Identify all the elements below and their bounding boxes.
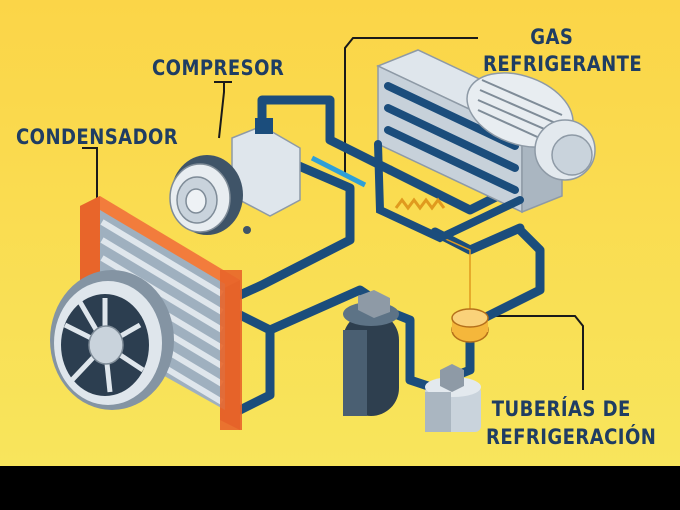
leader-line-compresor (214, 81, 232, 139)
label-tuberias-refrigeracion: TUBERÍAS DE REFRIGERACIÓN (486, 395, 657, 451)
expansion-coil (394, 197, 471, 310)
evaporator (374, 49, 596, 243)
leader-line-tuberias (481, 315, 584, 390)
receiver-drier (343, 290, 399, 416)
label-compresor: COMPRESOR (152, 56, 285, 80)
leader-line-gas (344, 37, 478, 175)
label-condensador: CONDENSADOR (16, 125, 179, 149)
expansion-valve (451, 308, 489, 343)
label-gas-refrigerante: GAS REFRIGERANTE (483, 24, 643, 78)
bottom-black-bar (0, 466, 680, 510)
compressor (169, 118, 301, 235)
label-gas-line2: REFRIGERANTE (483, 52, 643, 76)
leader-line-condensador (82, 147, 98, 200)
accumulator (425, 364, 481, 432)
condenser (50, 196, 242, 430)
hot-gas-highlight (310, 155, 367, 188)
label-gas-line1: GAS (530, 25, 574, 49)
label-tuberias-line1: TUBERÍAS DE (491, 397, 631, 421)
system-illustration (50, 37, 596, 432)
label-tuberias-line2: REFRIGERACIÓN (486, 425, 657, 449)
